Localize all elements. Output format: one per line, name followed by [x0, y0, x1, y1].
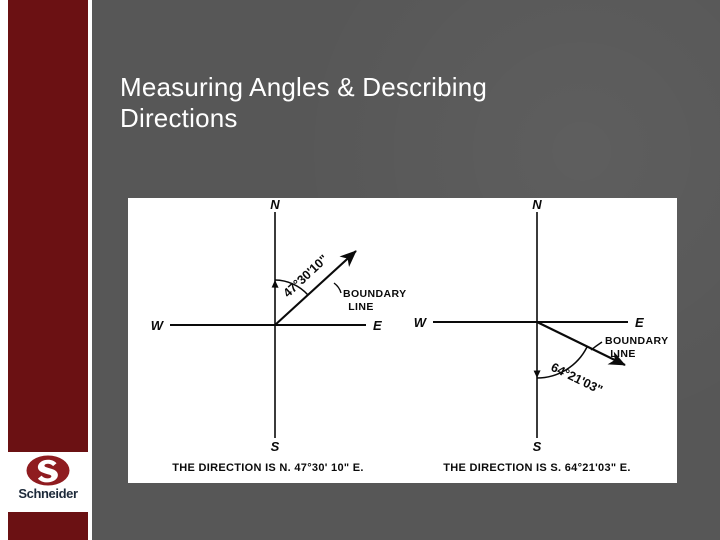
label-west-right: W — [414, 315, 428, 330]
boundary-line-left — [274, 250, 357, 326]
label-north-right: N — [532, 198, 542, 212]
label-east-right: E — [635, 315, 644, 330]
boundary-label-left-line2: LINE — [348, 301, 374, 313]
slide-canvas: Measuring Angles & Describing Directions… — [92, 0, 720, 540]
logo-block: Schneider — [8, 452, 88, 512]
boundary-line-right — [536, 321, 626, 366]
schneider-wordmark: Schneider — [18, 486, 78, 501]
page-title: Measuring Angles & Describing Directions — [120, 72, 488, 133]
label-south-left: S — [271, 439, 280, 454]
angle-arc-right — [536, 346, 588, 379]
accent-bar-top — [8, 0, 88, 452]
boundary-leader-right — [590, 341, 603, 351]
schneider-logo-icon — [26, 455, 70, 486]
diagram-right: N S E W 64°21'03" BOUNDARY LINE THE DIRE… — [414, 198, 668, 474]
angle-arc-tip-left — [271, 280, 279, 288]
accent-bar-bottom — [8, 512, 88, 540]
angle-label-right: 64°21'03" — [549, 360, 605, 397]
boundary-label-right-line2: LINE — [610, 348, 636, 360]
label-south-right: S — [533, 439, 542, 454]
caption-left: THE DIRECTION IS N. 47°30' 10" E. — [172, 462, 363, 474]
boundary-label-right-line1: BOUNDARY — [605, 335, 668, 347]
angle-arc-tip-right — [533, 370, 541, 378]
label-north-left: N — [270, 198, 280, 212]
bearings-diagram: N S E W 47°30'10" BOUNDARY LINE — [151, 198, 668, 474]
boundary-leader-left — [333, 282, 342, 294]
left-sidebar-rail: Schneider — [0, 0, 90, 540]
angle-arc-left — [274, 279, 309, 296]
label-west-left: W — [151, 318, 165, 333]
label-east-left: E — [373, 318, 382, 333]
caption-right: THE DIRECTION IS S. 64°21'03" E. — [443, 462, 631, 474]
boundary-label-left-line1: BOUNDARY — [343, 288, 406, 300]
diagram-left: N S E W 47°30'10" BOUNDARY LINE — [151, 198, 406, 474]
figure-panel: N S E W 47°30'10" BOUNDARY LINE — [128, 198, 677, 483]
